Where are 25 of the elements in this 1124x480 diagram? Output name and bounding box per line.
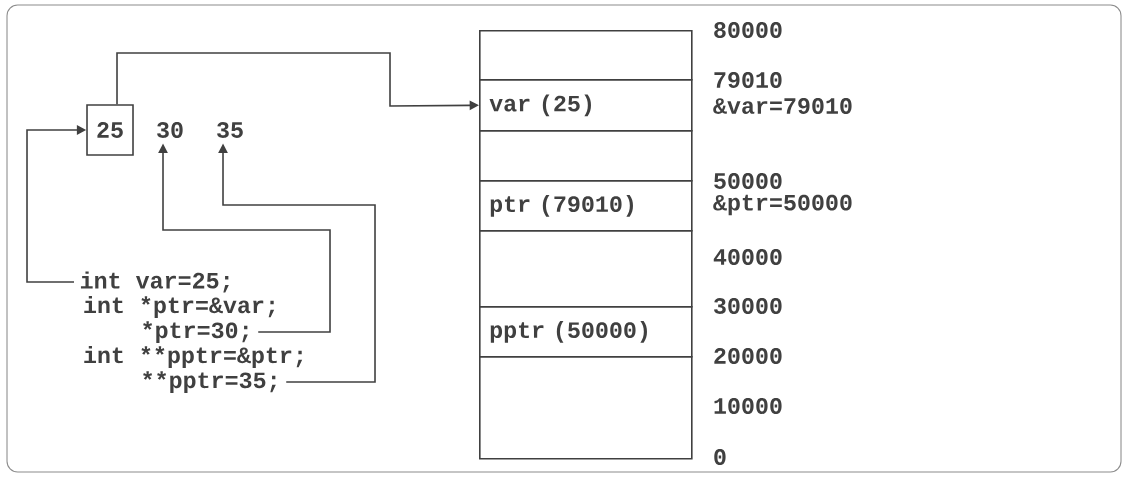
memory-cell: ptr (79010) [479, 180, 693, 232]
address-label: 10000 [714, 398, 782, 414]
address-label: 30000 [714, 298, 782, 314]
value-box: 25 [86, 104, 134, 156]
code-line: int var=25; [80, 271, 229, 293]
memory-cell [479, 130, 693, 182]
address-label: 40000 [713, 249, 782, 265]
memory-cell [479, 30, 693, 81]
memory-cell [479, 356, 693, 460]
code-line: **pptr=35; [143, 371, 276, 393]
address-label: 79010 [714, 72, 782, 88]
address-label: &var=79010 [713, 98, 852, 114]
memory-cell: pptr (50000) [479, 306, 693, 358]
address-label: 0 [714, 449, 726, 465]
value-text: 30 [157, 122, 183, 138]
code-line: int *ptr=&var; [84, 296, 275, 318]
code-line: int **pptr=&ptr; [84, 346, 303, 368]
address-label: 20000 [714, 348, 782, 364]
address-label: 80000 [714, 22, 782, 38]
code-line: *ptr=30; [143, 321, 248, 343]
address-label: &ptr=50000 [713, 194, 852, 216]
value-text: 35 [217, 122, 243, 138]
address-label: 50000 [714, 173, 782, 189]
memory-cell [479, 230, 693, 308]
memory-cell: var (25) [479, 79, 693, 132]
